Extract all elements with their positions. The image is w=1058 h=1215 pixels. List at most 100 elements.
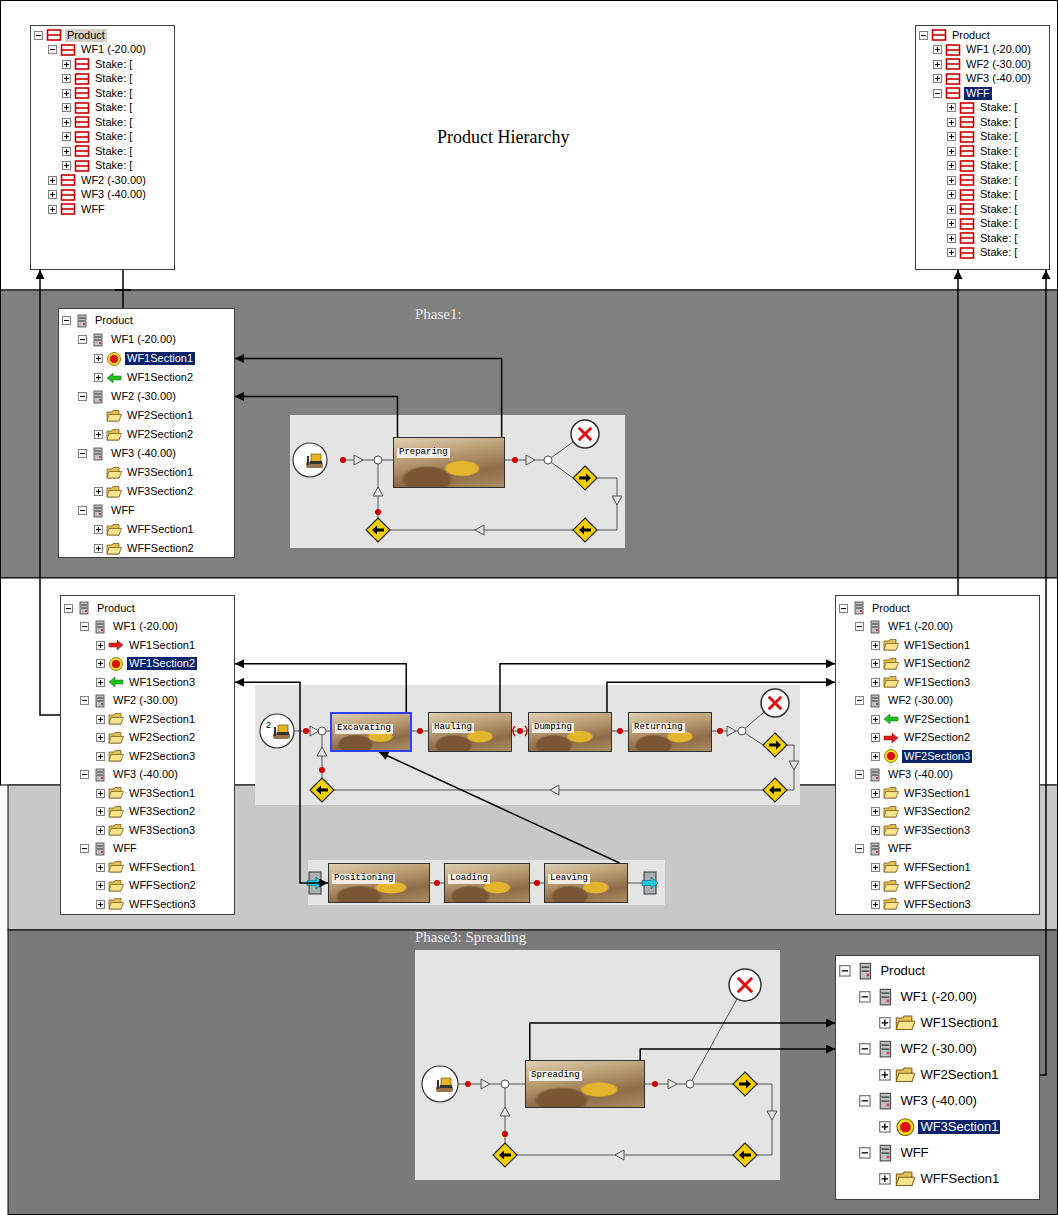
expander-box [63,75,71,83]
expander-box [856,771,864,779]
expander-icon [96,678,105,687]
expander-box [872,826,880,834]
icon-part [947,49,960,51]
expander-icon [855,696,864,705]
expander-mark [857,848,862,849]
expander-mark [52,178,53,183]
branch-arrow [499,1151,511,1160]
icon-part [101,629,103,631]
tree-item-text: Stake: [ [978,101,1019,114]
icon-part [947,59,960,69]
start-circle [293,443,327,477]
expander-mark [100,902,101,907]
icon-part [884,903,899,910]
tree-icon [883,897,899,911]
expander-mark [857,626,862,627]
tree-row: WF1Section2 [836,655,1039,674]
expander-mark [66,76,67,81]
expander-mark [98,356,99,361]
start-circle [422,1066,458,1102]
expander-box [934,46,942,54]
expander-mark [82,774,87,775]
icon-part [886,1156,889,1159]
band [1,1,1058,291]
expander-icon [859,991,871,1003]
icon-part [48,30,61,40]
branch-arrow [316,786,328,795]
icon-part [94,448,102,460]
flow-triangle [612,496,622,505]
tree-item-text: WF3 (-40.00) [898,1094,979,1109]
tree-icon [959,173,975,187]
tree-panel: ProductWF1 (-20.00)WF1Section1WF1Section… [60,595,235,915]
machine-blade [274,727,276,736]
tree-icon [106,409,122,423]
expander-box [872,900,880,908]
icon-part [961,223,974,225]
icon-part [48,34,61,36]
tree-icon [60,43,76,57]
branch-arrow [579,526,591,535]
expander-mark [82,848,87,849]
activity-label: Hauling [432,723,474,733]
flow-triangle [615,1150,624,1160]
branch-arrow [769,741,781,750]
tree-row: WF2 (-30.00) [836,692,1039,711]
activity-label: Loading [448,874,490,884]
expander-mark [884,1124,885,1130]
queue-symbol [513,726,527,736]
icon-part [76,150,89,152]
expander-icon [62,89,71,98]
icon-part [871,769,879,781]
expander-box [856,623,864,631]
tree-icon [74,130,90,144]
icon-part [880,1093,890,1109]
tree-item-text: Stake: [ [978,188,1019,201]
connector-arrow [640,1049,835,1060]
icon-part [109,903,124,910]
tree-item-text: Stake: [ [93,116,134,129]
expander-mark [875,717,876,722]
tree-icon [106,523,122,537]
expander-box [81,845,89,853]
icon-part [961,107,974,109]
machine-blade [437,1080,439,1089]
expander-mark [66,163,67,168]
tree-item-text: WF1Section1 [125,352,195,365]
expander-box [948,162,956,170]
tree-item-text: WF1Section1 [918,1016,1000,1031]
icon-part [109,829,124,836]
expander-mark [66,105,67,110]
expander-icon [855,622,864,631]
branch-diamond [573,466,597,490]
icon-part [99,342,101,344]
expander-icon [871,678,880,687]
flow-triangle [727,726,736,736]
tree-item-text: Product [95,602,137,615]
expander-icon [94,544,103,553]
link-dot [340,457,346,463]
tree-item-text: Product [950,29,992,42]
branch-sign [763,733,787,757]
icon-part [961,204,974,214]
tree-row: WF2 (-30.00) [61,692,234,711]
tree-icon [883,712,899,726]
expander-box [872,808,880,816]
tree-row: WF3Section1 [836,784,1039,803]
expander-box [65,604,73,612]
tree-item-text: WF1Section3 [902,676,972,689]
tree-item-text: Product [65,29,107,42]
link-dot [303,728,309,734]
icon-part [961,194,974,196]
tree-icon [959,246,975,260]
tree-row: WF1Section3 [61,673,234,692]
tree-row: Product [31,28,174,43]
icon-part [871,695,879,707]
activity-box: Dumping [528,712,612,752]
tree-icon [108,675,124,689]
icon-part [961,252,974,254]
icon-part [109,640,123,650]
tree-row: WFFSection2 [61,877,234,896]
terminate-cross [579,428,592,441]
